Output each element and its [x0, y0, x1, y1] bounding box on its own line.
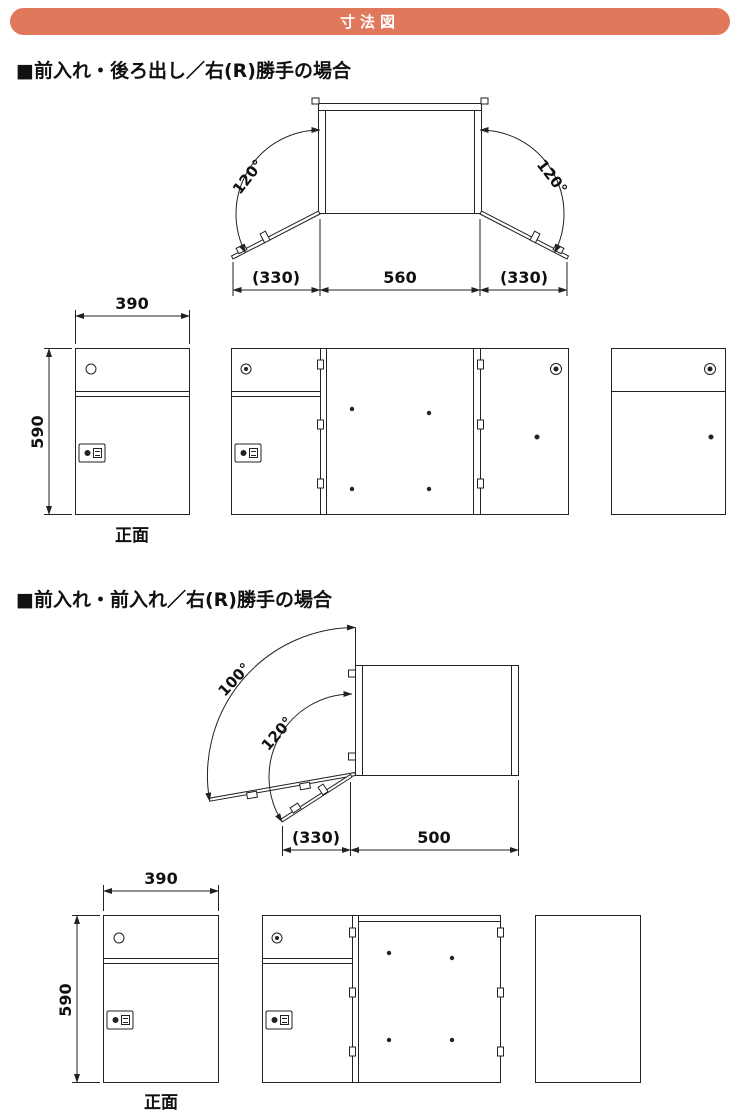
handle-lock-icon	[234, 443, 262, 463]
right-swing-arc	[479, 127, 565, 254]
section2-title: ■前入れ・前入れ／右(R)勝手の場合	[16, 589, 332, 611]
lock-cylinder-icon	[271, 932, 283, 944]
screw-hole	[449, 955, 455, 961]
side-outline	[611, 348, 726, 515]
screw-hole	[386, 1037, 392, 1043]
screw-hole	[386, 950, 392, 956]
screw-hole	[349, 486, 355, 492]
hinge-icon	[317, 359, 324, 370]
section1-title: ■前入れ・後ろ出し／右(R)勝手の場合	[16, 60, 351, 82]
hinge-tab-bottom	[348, 752, 356, 761]
front-view-single-1: 390 590 正面	[28, 294, 190, 546]
box-body-top-view	[318, 103, 482, 214]
screw-hole	[449, 1037, 455, 1043]
front-view-single-2: 390 590 正面	[56, 869, 219, 1111]
side-view-2	[535, 915, 641, 1083]
hinge-icon	[317, 478, 324, 489]
dim-door: (330)	[292, 828, 340, 847]
lock-cylinder-icon	[240, 363, 252, 375]
assembly-outline	[231, 348, 569, 515]
front-caption-1: 正面	[115, 526, 149, 546]
front-view-assembly-2	[262, 915, 504, 1083]
front-caption-2: 正面	[144, 1093, 178, 1111]
dim-width-1: 390	[75, 294, 190, 344]
dim-body-width: 560	[383, 268, 416, 287]
inner-swing-arc	[268, 691, 353, 823]
angle-label-right: 120°	[533, 156, 571, 198]
main-door-latch	[245, 790, 259, 800]
angle-label-main: 100°	[215, 659, 255, 700]
left-swing-arc	[235, 127, 321, 254]
screw-hole	[349, 406, 355, 412]
box-body-top-view	[355, 665, 519, 776]
knob-dot	[708, 434, 714, 440]
dim-height-1: 590	[28, 348, 72, 515]
dim-left-door: (330)	[252, 268, 300, 287]
dim-width-label: 390	[115, 294, 148, 313]
plan-view-1: 120° 120° (330) 560 (330)	[229, 97, 571, 296]
side-view-1	[611, 348, 726, 515]
dim-width-label: 390	[144, 869, 177, 888]
hinge-icon	[477, 359, 484, 370]
hinge-icon	[477, 478, 484, 489]
unit-outline	[75, 348, 190, 515]
hinge-icon	[349, 987, 356, 998]
front-view-assembly-1	[231, 348, 569, 515]
lock-cylinder-icon	[113, 932, 125, 944]
keyhole-icon	[550, 363, 562, 375]
screw-hole	[426, 410, 432, 416]
dim-height-label: 590	[28, 415, 47, 448]
handle-lock-icon	[265, 1010, 293, 1030]
hinge-icon	[349, 1046, 356, 1057]
main-door-hinge	[298, 781, 312, 791]
screw-hole	[426, 486, 432, 492]
angle-label-inner: 120°	[258, 713, 297, 754]
dim-body-depth: 500	[417, 828, 450, 847]
hinge-icon	[497, 987, 504, 998]
hinge-icon	[349, 927, 356, 938]
side-outline	[535, 915, 641, 1083]
lock-cylinder-icon	[85, 363, 97, 375]
dim-height-2: 590	[56, 915, 100, 1083]
handle-lock-icon	[78, 443, 106, 463]
title-banner: 寸法図	[10, 8, 730, 35]
page-title: 寸法図	[339, 13, 400, 31]
unit-outline	[103, 915, 219, 1083]
knob-dot	[534, 434, 540, 440]
dim-right-door: (330)	[500, 268, 548, 287]
hinge-icon	[317, 419, 324, 430]
hinge-tab-left	[311, 97, 320, 105]
angle-label-left: 120°	[229, 156, 267, 198]
hinge-tab-top	[348, 669, 356, 678]
main-swing-arc	[205, 624, 356, 802]
plan2-dimension-lines: (330) 500	[282, 780, 519, 856]
dim-width-2: 390	[103, 869, 219, 911]
dim-height-label: 590	[56, 983, 75, 1016]
handle-lock-icon	[106, 1010, 134, 1030]
assembly-outline	[262, 915, 501, 1083]
hinge-icon	[477, 419, 484, 430]
keyhole-icon	[704, 363, 716, 375]
hinge-icon	[497, 1046, 504, 1057]
hinge-tab-right	[480, 97, 489, 105]
hinge-icon	[497, 927, 504, 938]
plan1-dimension-lines: (330) 560 (330)	[232, 219, 568, 296]
plan-view-2: 100° 120° (330) 500	[205, 624, 519, 856]
